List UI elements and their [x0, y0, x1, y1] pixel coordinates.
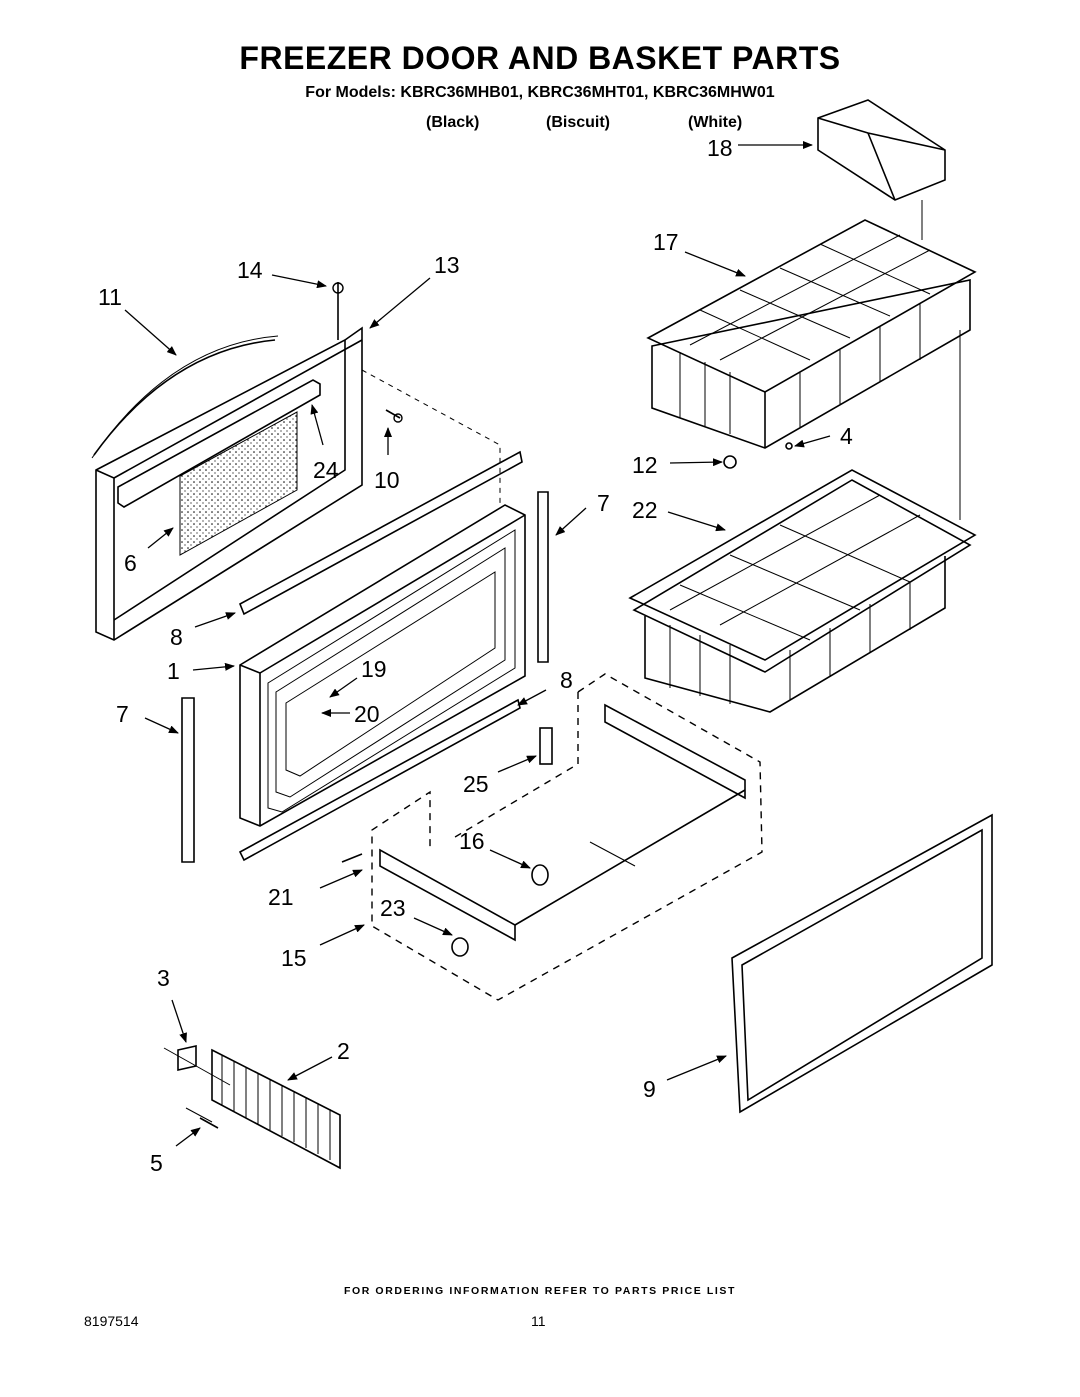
- models-line: For Models: KBRC36MHB01, KBRC36MHT01, KB…: [305, 84, 775, 101]
- callout-10: 10: [374, 467, 400, 493]
- screw-21: [341, 853, 363, 863]
- clip-25: [539, 727, 553, 765]
- door-outer-panel: [91, 326, 363, 641]
- slide-rail-assembly: [371, 673, 763, 1001]
- callout-19: 19: [361, 656, 387, 682]
- callout-15: 15: [281, 945, 307, 971]
- bracket-3: [177, 1045, 197, 1071]
- bin-18: [817, 99, 946, 201]
- color-label-black: (Black): [426, 114, 480, 131]
- callout-1: 1: [167, 658, 180, 684]
- upper-basket-17: [646, 219, 977, 449]
- insulation-panel: [179, 411, 298, 556]
- callout-3: 3: [157, 965, 170, 991]
- callout-6: 6: [124, 550, 137, 576]
- callout-13: 13: [434, 252, 460, 278]
- callout-20: 20: [354, 701, 380, 727]
- callout-2: 2: [337, 1038, 350, 1064]
- door-gasket-9: [731, 813, 993, 1114]
- callout-14: 14: [237, 257, 263, 283]
- stop-23: [451, 937, 469, 957]
- callout-4: 4: [840, 423, 853, 449]
- screw-10: [385, 409, 403, 423]
- page-number: 11: [531, 1313, 546, 1329]
- color-label-white: (White): [688, 114, 743, 131]
- page-title: FREEZER DOOR AND BASKET PARTS: [239, 40, 841, 76]
- door-liner: [239, 504, 526, 827]
- side-strip-right: [537, 491, 549, 663]
- door-rail-lower: [238, 698, 521, 862]
- callout-18: 18: [707, 135, 733, 161]
- side-strip-left: [181, 697, 195, 863]
- glide-12: [723, 455, 737, 469]
- roller-16: [531, 864, 549, 886]
- ordering-note: FOR ORDERING INFORMATION REFER TO PARTS …: [343, 1285, 737, 1297]
- callout-24: 24: [313, 457, 339, 483]
- callout-7-left: 7: [116, 701, 129, 727]
- clip-4: [785, 442, 793, 450]
- callout-16: 16: [459, 828, 485, 854]
- screw-14: [332, 282, 344, 340]
- callout-23: 23: [380, 895, 406, 921]
- lower-basket-22: [628, 469, 977, 713]
- callout-22: 22: [632, 497, 658, 523]
- callout-9: 9: [643, 1076, 656, 1102]
- screw-5: [199, 1117, 219, 1129]
- divider-2: [211, 1048, 341, 1170]
- callout-17: 17: [653, 229, 679, 255]
- callout-21: 21: [268, 884, 294, 910]
- callout-7-right: 7: [597, 490, 610, 516]
- callout-25: 25: [463, 771, 489, 797]
- callout-11: 11: [98, 284, 122, 310]
- callout-8-upper: 8: [170, 624, 183, 650]
- callout-5: 5: [150, 1150, 163, 1176]
- callout-12: 12: [632, 452, 658, 478]
- color-label-biscuit: (Biscuit): [546, 114, 610, 131]
- document-number: 8197514: [84, 1313, 139, 1329]
- callout-8-lower: 8: [560, 667, 573, 693]
